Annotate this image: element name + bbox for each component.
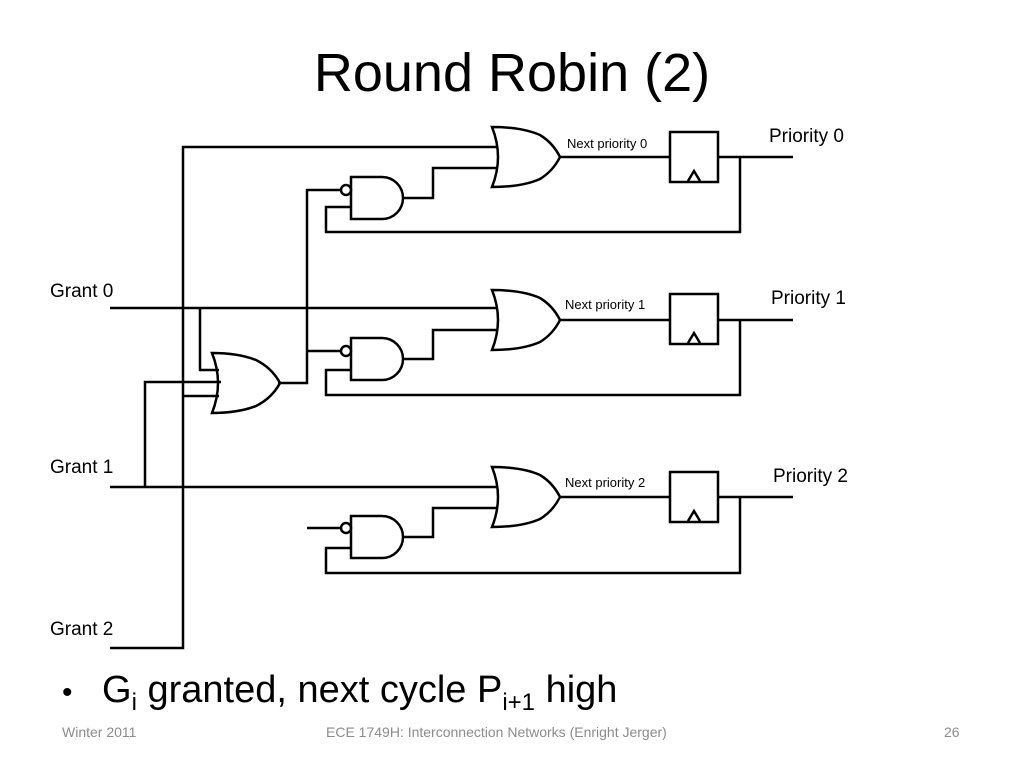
feedback-1 bbox=[324, 320, 742, 397]
and-0-output bbox=[403, 166, 497, 200]
clock-triangle-1 bbox=[686, 330, 702, 344]
flip-flop-2 bbox=[668, 470, 720, 524]
priority-1-label: Priority 1 bbox=[771, 288, 846, 309]
bullet-symbol: • bbox=[62, 676, 73, 709]
feedback-0 bbox=[324, 157, 742, 234]
and-gate-2 bbox=[349, 514, 405, 560]
priority-2-label: Priority 2 bbox=[773, 466, 848, 487]
flip-flop-1 bbox=[668, 292, 720, 346]
grant-0-label: Grant 0 bbox=[50, 281, 114, 302]
next-priority-2-label: Next priority 2 bbox=[565, 475, 646, 490]
footer-course: ECE 1749H: Interconnection Networks (Enr… bbox=[326, 724, 667, 740]
grant-0-tap bbox=[198, 308, 219, 372]
and-1-output bbox=[403, 328, 497, 361]
inverter-bubble-2 bbox=[339, 521, 353, 535]
inverter-bubble-1 bbox=[339, 344, 353, 358]
priority-0-label: Priority 0 bbox=[769, 126, 844, 147]
grant-1-tap bbox=[143, 380, 221, 487]
footer-date: Winter 2011 bbox=[62, 724, 137, 740]
feedback-2 bbox=[324, 497, 742, 575]
bullet-text-end: high bbox=[535, 669, 618, 711]
central-or-gate bbox=[210, 351, 282, 415]
grant-2-wire bbox=[110, 145, 497, 650]
or-output-bus bbox=[278, 188, 342, 385]
and-2-output bbox=[403, 506, 497, 539]
grant-2-label: Grant 2 bbox=[50, 619, 114, 640]
next-priority-0-label: Next priority 0 bbox=[567, 136, 648, 151]
bullet-point: • Gi granted, next cycle Pi+1 high bbox=[62, 664, 617, 719]
and-gate-0 bbox=[349, 175, 405, 221]
or-gate-0 bbox=[490, 125, 562, 189]
or-gate-2 bbox=[490, 465, 562, 529]
footer-page-number: 26 bbox=[944, 724, 960, 740]
or-gate-1 bbox=[490, 288, 562, 352]
clock-triangle-2 bbox=[686, 508, 702, 522]
grant-1-label: Grant 1 bbox=[50, 457, 114, 478]
bullet-subscript-i-plus-1: i+1 bbox=[502, 689, 536, 716]
flip-flop-0 bbox=[668, 130, 720, 184]
inverter-bubble-0 bbox=[339, 183, 353, 197]
bullet-text-g: G bbox=[102, 669, 132, 711]
and-gate-1 bbox=[349, 336, 405, 382]
next-priority-1-label: Next priority 1 bbox=[565, 297, 646, 312]
bullet-subscript-i: i bbox=[131, 689, 137, 716]
slide-title: Round Robin (2) bbox=[313, 43, 711, 103]
bullet-text-middle: granted, next cycle P bbox=[136, 669, 503, 711]
clock-triangle-0 bbox=[686, 168, 702, 182]
